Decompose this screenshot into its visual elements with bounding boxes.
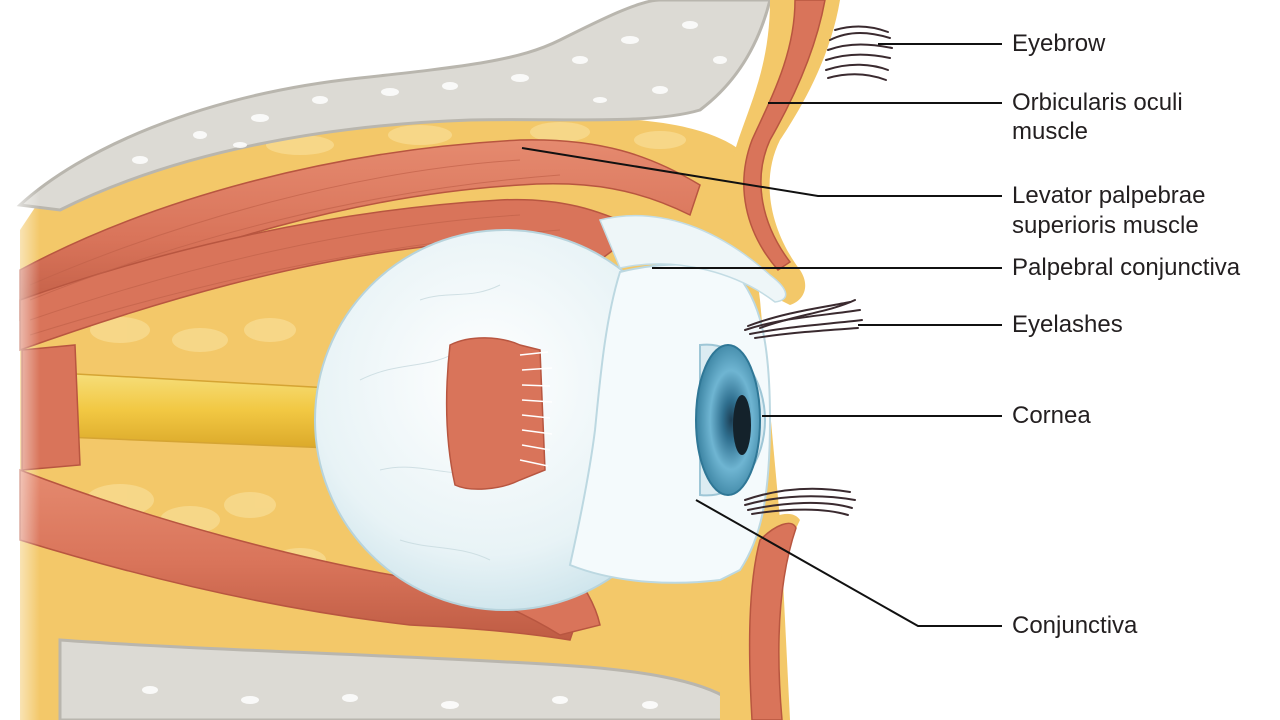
label-levator-line1: Levator palpebrae bbox=[1012, 182, 1206, 209]
label-conjunctiva: Conjunctiva bbox=[1012, 612, 1138, 639]
label-orbicularis-line1: Orbicularis oculi bbox=[1012, 89, 1183, 116]
pupil bbox=[733, 395, 751, 455]
lower-eyelashes bbox=[744, 487, 856, 516]
leader-conjunctiva bbox=[695, 499, 1002, 627]
label-cornea: Cornea bbox=[1012, 402, 1091, 429]
label-levator-line2: superioris muscle bbox=[1012, 212, 1199, 239]
label-palpebral-conjunctiva: Palpebral conjunctiva bbox=[1012, 254, 1241, 281]
levator-palpebrae-superioris-muscle bbox=[19, 139, 701, 322]
tendon-fibers bbox=[519, 351, 553, 467]
bone-texture bbox=[132, 21, 727, 164]
label-eyebrow: Eyebrow bbox=[1012, 30, 1106, 57]
leader-lines bbox=[521, 43, 1002, 627]
orbital-roof-bone bbox=[16, 0, 772, 212]
iris bbox=[695, 344, 761, 496]
left-edge-fade bbox=[0, 0, 40, 720]
upper-eyelashes bbox=[744, 299, 863, 339]
orbital-floor-bone bbox=[58, 638, 742, 720]
label-orbicularis-line2: muscle bbox=[1012, 118, 1089, 145]
label-eyelashes: Eyelashes bbox=[1012, 311, 1123, 338]
leader-levator bbox=[521, 147, 1002, 197]
eyebrow-hairs bbox=[825, 25, 893, 81]
lower-orbicularis bbox=[748, 522, 797, 720]
palpebral-conjunctiva-strip bbox=[598, 214, 787, 303]
floor-bone-texture bbox=[142, 686, 658, 709]
lateral-rectus-muscle bbox=[445, 337, 546, 490]
